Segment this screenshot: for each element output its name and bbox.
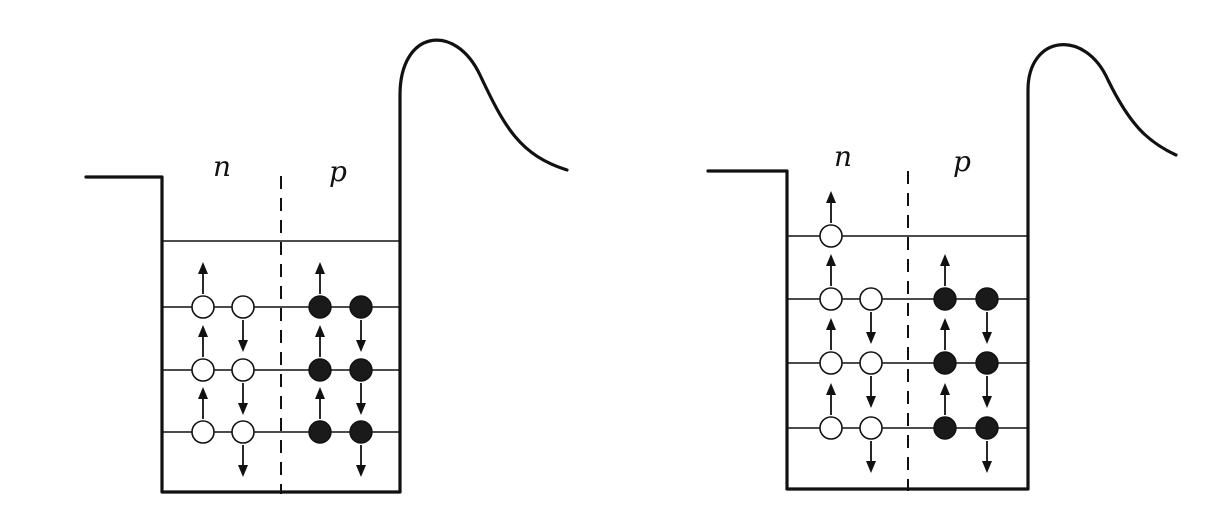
neutron-right-level-3-spin-up-arrow [826,254,836,286]
proton-left-level-1-spin-up-arrow [315,387,325,419]
proton-right-level-2-spin-down-arrow [982,376,992,408]
label-p-right: p [953,145,971,178]
neutron-right-level-1-spin-up-arrow [826,383,836,415]
neutron-right-level-3-spin-down [859,287,883,311]
proton-right-level-2-spin-up-arrow [940,318,950,350]
nucleons-right [819,191,999,473]
neutron-right-level-2-spin-down [859,351,883,375]
neutron-right-level-4-spin-up-arrow [826,191,836,223]
proton-left-level-1-spin-down [349,420,373,444]
neutron-left-level-3-spin-down [231,295,255,319]
proton-left-level-2-spin-down-arrow [356,383,366,415]
neutron-left-level-3-spin-up [191,295,215,319]
proton-left-level-2-spin-up [308,358,332,382]
neutron-left-level-1-spin-up-arrow [198,387,208,419]
proton-right-level-2-spin-up [933,351,957,375]
proton-left-level-3-spin-down-arrow [356,320,366,352]
neutron-right-level-1-spin-down-arrow [866,441,876,473]
proton-right-level-3-spin-up-arrow [940,254,950,286]
potential-well-left: n p [84,38,569,494]
proton-right-level-2-spin-down [975,351,999,375]
neutron-left-level-2-spin-down-arrow [238,383,248,415]
proton-right-level-3-spin-up [933,287,957,311]
neutron-right-level-2-spin-down-arrow [866,376,876,408]
label-n-right: n [834,140,852,173]
neutron-right-level-2-spin-up-arrow [826,318,836,350]
label-n-left: n [213,150,231,183]
well-outline-left [84,38,569,494]
neutron-left-level-2-spin-up [191,358,215,382]
proton-left-level-2-spin-up-arrow [315,325,325,357]
neutron-left-level-1-spin-down [231,420,255,444]
nucleons-left [191,262,373,477]
proton-right-level-1-spin-up-arrow [940,383,950,415]
proton-left-level-3-spin-down [349,295,373,319]
proton-left-level-3-spin-up [308,295,332,319]
neutron-left-level-2-spin-down [231,358,255,382]
neutron-right-level-4-spin-up [819,224,843,248]
proton-left-level-3-spin-up-arrow [315,262,325,294]
proton-left-level-2-spin-down [349,358,373,382]
neutron-left-level-3-spin-down-arrow [238,320,248,352]
proton-right-level-3-spin-down-arrow [982,312,992,344]
proton-right-level-1-spin-down [975,416,999,440]
proton-right-level-1-spin-down-arrow [982,441,992,473]
proton-right-level-1-spin-up [933,416,957,440]
neutron-right-level-2-spin-up [819,351,843,375]
neutron-left-level-1-spin-down-arrow [238,445,248,477]
neutron-right-level-1-spin-down [859,416,883,440]
well-outline-right [706,43,1178,491]
neutron-right-level-3-spin-up [819,287,843,311]
neutron-left-level-2-spin-up-arrow [198,325,208,357]
neutron-right-level-1-spin-up [819,416,843,440]
potential-well-right: n p [706,43,1178,491]
label-p-left: p [329,155,347,188]
proton-left-level-1-spin-down-arrow [356,445,366,477]
neutron-left-level-3-spin-up-arrow [198,262,208,294]
neutron-right-level-3-spin-down-arrow [866,312,876,344]
neutron-left-level-1-spin-up [191,420,215,444]
proton-left-level-1-spin-up [308,420,332,444]
proton-right-level-3-spin-down [975,287,999,311]
